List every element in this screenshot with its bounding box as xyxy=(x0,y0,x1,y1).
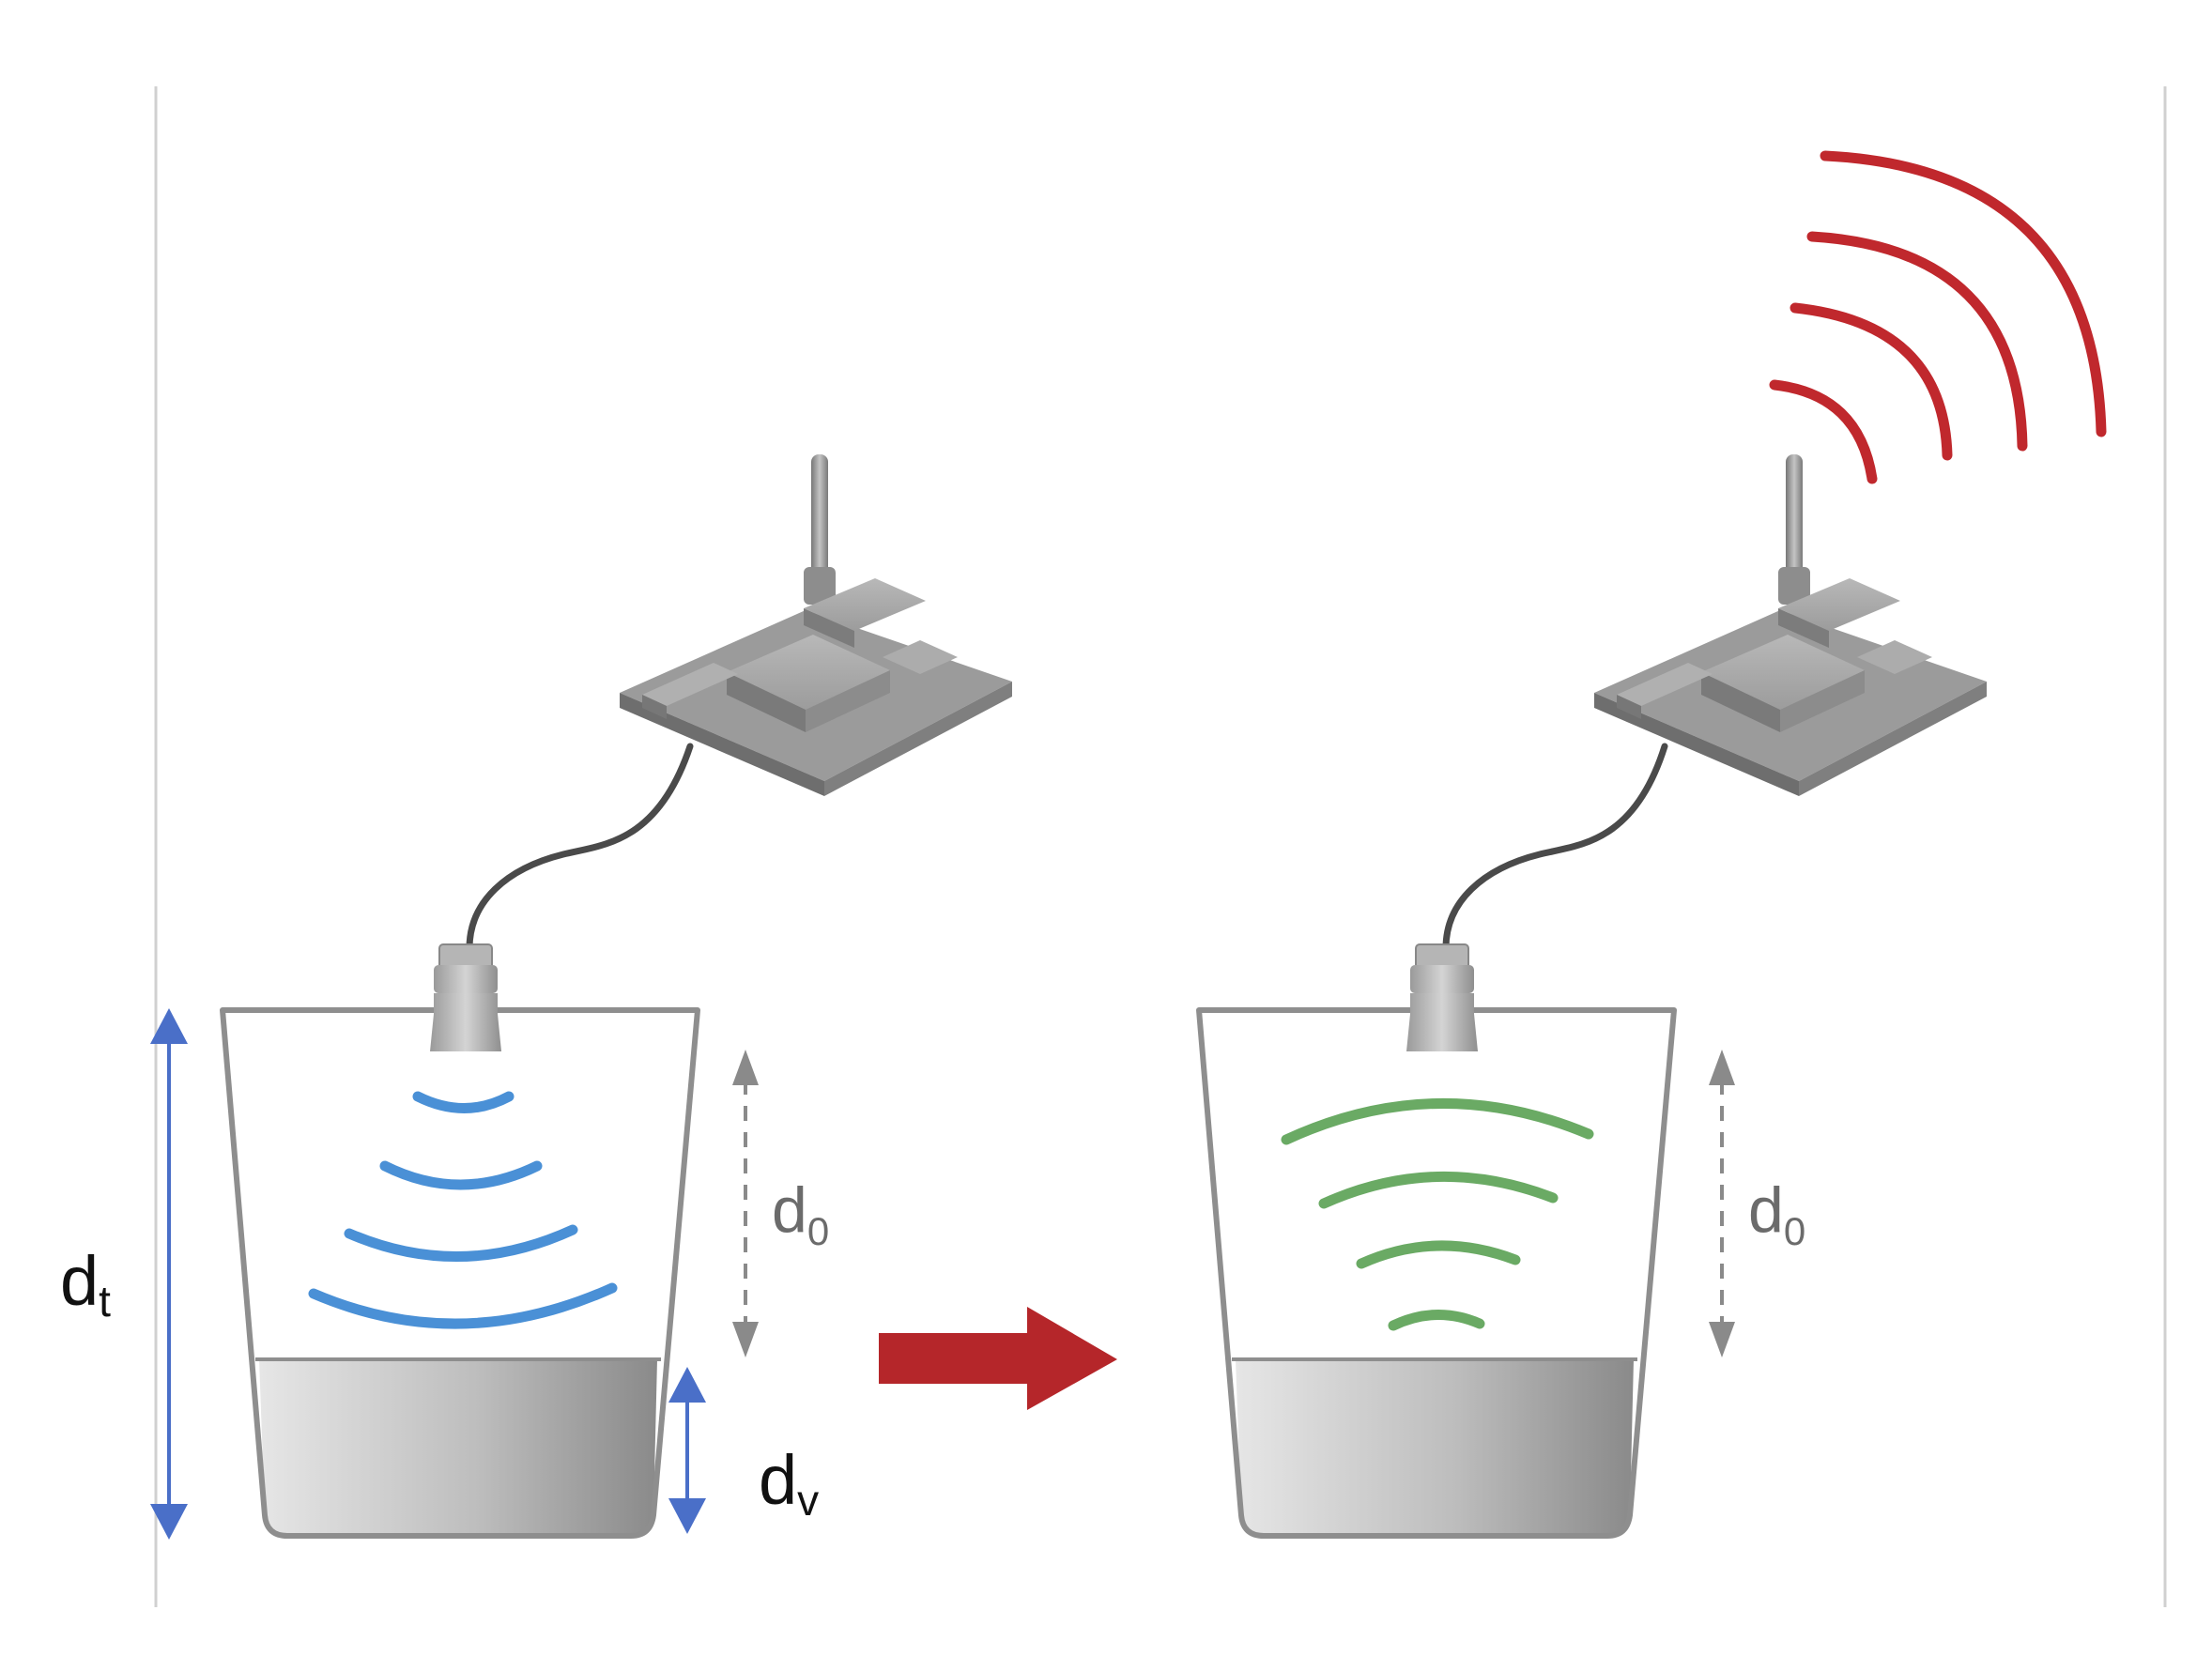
left-d0-dashed-arrow xyxy=(732,1050,759,1357)
left-bucket-outline xyxy=(220,1007,700,1539)
left-ultrasonic-sensor-icon xyxy=(430,943,501,1051)
right-wave-1 xyxy=(1281,1097,1594,1145)
left-wave-2 xyxy=(379,1160,543,1190)
right-cable xyxy=(1442,743,1668,952)
left-wave-3 xyxy=(344,1224,578,1262)
right-wave-3 xyxy=(1356,1240,1521,1269)
dv-label: dv xyxy=(759,1441,819,1525)
left-cable xyxy=(466,743,694,952)
right-d0-label: d0 xyxy=(1748,1174,1805,1253)
right-returning-waves xyxy=(1281,1097,1594,1331)
radio-wave-3 xyxy=(1806,231,2028,452)
right-wireless-board xyxy=(1594,454,1987,796)
radio-wave-1 xyxy=(1769,379,1878,484)
right-ultrasonic-sensor-icon xyxy=(1406,943,1478,1051)
dt-label: dt xyxy=(60,1242,111,1326)
right-bucket-outline xyxy=(1196,1007,1677,1539)
left-bucket-icon xyxy=(220,1007,700,1539)
antenna-icon xyxy=(1786,454,1803,595)
right-bucket-icon xyxy=(1196,1007,1677,1539)
radio-waves-icon xyxy=(1769,150,2107,484)
right-wave-4 xyxy=(1388,1310,1485,1331)
right-system: d0 xyxy=(1196,150,2107,1539)
left-system: dt dv d0 xyxy=(60,454,1012,1540)
dt-dimension-arrow xyxy=(150,1008,188,1540)
transition-arrow-icon xyxy=(879,1307,1117,1410)
radio-wave-4 xyxy=(1820,150,2107,437)
left-wave-1 xyxy=(412,1091,515,1113)
right-wave-2 xyxy=(1318,1171,1559,1209)
left-outgoing-waves xyxy=(308,1091,618,1329)
left-d0-label: d0 xyxy=(772,1174,829,1253)
antenna-icon xyxy=(811,454,828,595)
radio-wave-2 xyxy=(1790,302,1953,461)
left-wave-4 xyxy=(308,1282,618,1329)
right-d0-dashed-arrow xyxy=(1709,1050,1735,1357)
left-wireless-board xyxy=(620,454,1012,796)
dv-dimension-arrow xyxy=(668,1367,706,1534)
